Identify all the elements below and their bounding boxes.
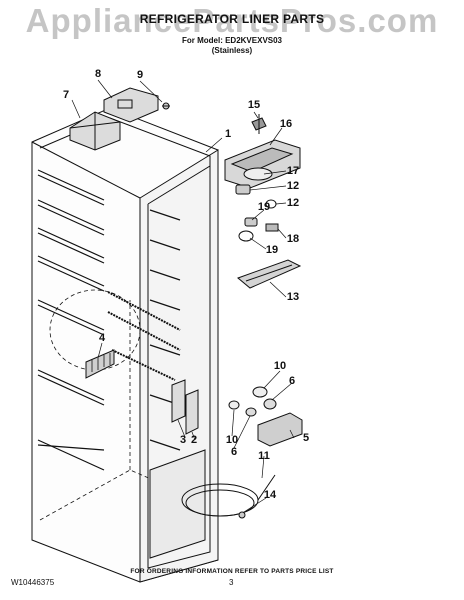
finish-line: (Stainless): [211, 46, 253, 55]
page-number: 3: [229, 578, 234, 587]
control-housing-part-16: [224, 139, 301, 189]
callout-number: 10: [273, 360, 287, 372]
watermark-text: AppliancePartsPros.com: [25, 2, 439, 39]
callout-number: 19: [257, 201, 271, 213]
callout-number: 14: [263, 489, 277, 501]
callout-number: 19: [265, 244, 279, 256]
footer-instruction: FOR ORDERING INFORMATION REFER TO PARTS …: [130, 568, 334, 575]
callout-number: 9: [136, 69, 144, 81]
screw-part-9: [162, 102, 170, 110]
bushing-part-6: [245, 398, 277, 417]
document-number: W10446375: [11, 578, 55, 587]
callout-number: 3: [179, 434, 187, 446]
callout-number: 8: [94, 68, 102, 80]
model-line: For Model: ED2KVEXVS03: [181, 36, 283, 45]
callout-number: 12: [286, 197, 300, 209]
light-socket-part-12: [235, 184, 258, 227]
callout-number: 13: [286, 291, 300, 303]
bracket-part-8: [103, 87, 159, 123]
page-subtitle: For Model: ED2KVEXVS03 (Stainless): [0, 36, 464, 56]
callout-number: 10: [225, 434, 239, 446]
hinge-cover-part-5: [257, 412, 303, 447]
bracket-part-3: [171, 379, 186, 423]
callout-number: 17: [286, 165, 300, 177]
refrigerator-liner: [31, 107, 219, 583]
callout-number: 5: [302, 432, 310, 444]
bracket-part-2: [185, 389, 199, 435]
callout-number: 4: [98, 332, 106, 344]
control-knob-part-15: [251, 114, 267, 134]
callout-number: 6: [288, 375, 296, 387]
leader-lines: [71, 79, 295, 513]
callout-number: 12: [286, 180, 300, 192]
callout-number: 18: [286, 233, 300, 245]
page-title: REFRIGERATOR LINER PARTS: [139, 12, 325, 26]
light-shield-part-13: [237, 259, 302, 289]
tube-clip-part-14: [238, 511, 246, 519]
grille-part-4: [85, 349, 115, 379]
callout-number: 16: [279, 118, 293, 130]
light-bulb-part-19: [238, 199, 277, 242]
bulb-cover-part-17: [243, 167, 273, 181]
washer-part-10: [228, 386, 268, 410]
callout-number: 2: [190, 434, 198, 446]
callout-number: 11: [258, 450, 270, 462]
callout-number: 7: [62, 89, 70, 101]
callout-number: 15: [247, 99, 261, 111]
switch-part-18: [265, 223, 279, 232]
water-tube-part-11: [181, 474, 276, 517]
callout-number: 6: [230, 446, 238, 458]
callout-number: 1: [224, 128, 232, 140]
light-housing-part-7: [69, 111, 121, 151]
